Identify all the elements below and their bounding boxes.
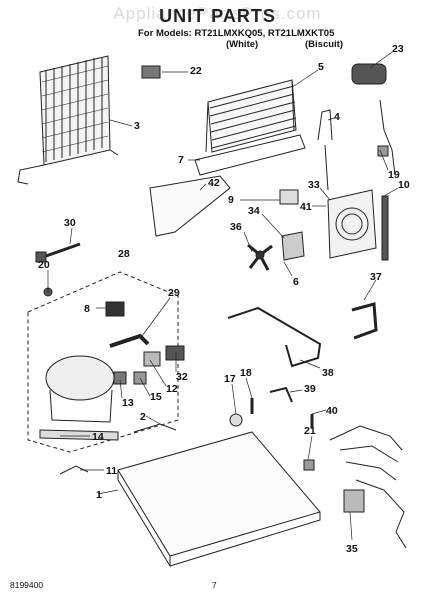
harness-2 — [133, 423, 177, 433]
variant-biscuit: (Biscuit) — [305, 39, 343, 50]
screw-21 — [303, 459, 315, 471]
variant-white: (White) — [226, 39, 259, 50]
callout-13: 13 — [122, 397, 134, 409]
callout-34: 34 — [248, 205, 260, 217]
bracket-39 — [269, 386, 293, 403]
callout-2: 2 — [140, 411, 146, 423]
callout-28: 28 — [118, 248, 130, 260]
models-line: For Models: RT21LMXKQ05, RT21LMXKT05 — [138, 28, 335, 39]
fan-shroud — [327, 189, 377, 259]
callout-18: 18 — [240, 367, 252, 379]
drain-tube — [227, 306, 322, 368]
main-harness — [329, 425, 407, 549]
page-title: UNIT PARTS — [159, 6, 276, 26]
callout-42: 42 — [208, 177, 220, 189]
cover-32 — [165, 345, 185, 361]
callout-7: 7 — [178, 154, 184, 166]
callout-9: 9 — [228, 194, 234, 206]
connector-19 — [377, 145, 389, 157]
harness-top — [379, 99, 396, 176]
base-pan-edge — [117, 470, 321, 568]
callout-41: 41 — [300, 201, 312, 213]
callout-12: 12 — [166, 383, 178, 395]
callout-8: 8 — [84, 303, 90, 315]
fan-assembly — [247, 231, 305, 271]
relay-8 — [105, 301, 125, 317]
page-number: 7 — [212, 580, 217, 590]
callout-20: 20 — [38, 259, 50, 271]
callout-3: 3 — [134, 120, 140, 132]
callout-15: 15 — [150, 391, 162, 403]
heater-loop — [351, 302, 378, 340]
callout-6: 6 — [293, 276, 299, 288]
callout-36: 36 — [230, 221, 242, 233]
drain-tray — [194, 134, 306, 176]
callout-21: 21 — [304, 425, 316, 437]
compressor-kit-region — [27, 271, 179, 453]
leader-lines — [47, 51, 399, 541]
cord-plug — [35, 251, 47, 263]
condenser-coil — [17, 55, 119, 185]
callout-37: 37 — [370, 271, 382, 283]
callout-39: 39 — [304, 383, 316, 395]
callout-4: 4 — [334, 111, 340, 123]
callout-29: 29 — [168, 287, 180, 299]
bracket-strip — [381, 195, 389, 261]
callout-35: 35 — [346, 543, 358, 555]
tray-cover — [149, 175, 231, 237]
callout-32: 32 — [176, 371, 188, 383]
callout-38: 38 — [322, 367, 334, 379]
callout-33: 33 — [308, 179, 320, 191]
callout-17: 17 — [224, 373, 236, 385]
callout-30: 30 — [64, 217, 76, 229]
compressor — [39, 355, 119, 441]
power-cord — [45, 242, 81, 258]
label-plate — [141, 65, 161, 79]
callout-11: 11 — [106, 465, 118, 477]
base-pan — [117, 431, 321, 557]
defrost-heater — [317, 109, 333, 191]
callout-23: 23 — [392, 43, 404, 55]
evaporator — [205, 79, 297, 153]
clip-13 — [113, 371, 127, 385]
callout-1: 1 — [96, 489, 102, 501]
callout-19: 19 — [388, 169, 400, 181]
caster-17 — [229, 413, 243, 427]
doc-number: 8199400 — [10, 580, 44, 590]
relay-12 — [143, 351, 161, 367]
watermark-text: AppliancePartsPros.com — [113, 4, 322, 23]
callout-40: 40 — [326, 405, 338, 417]
callout-5: 5 — [318, 61, 324, 73]
thermostat-cover — [351, 63, 387, 85]
capacitor-29 — [109, 333, 150, 348]
bracket-9 — [279, 189, 299, 205]
callout-14: 14 — [92, 431, 104, 443]
callout-22: 22 — [190, 65, 202, 77]
callout-10: 10 — [398, 179, 410, 191]
